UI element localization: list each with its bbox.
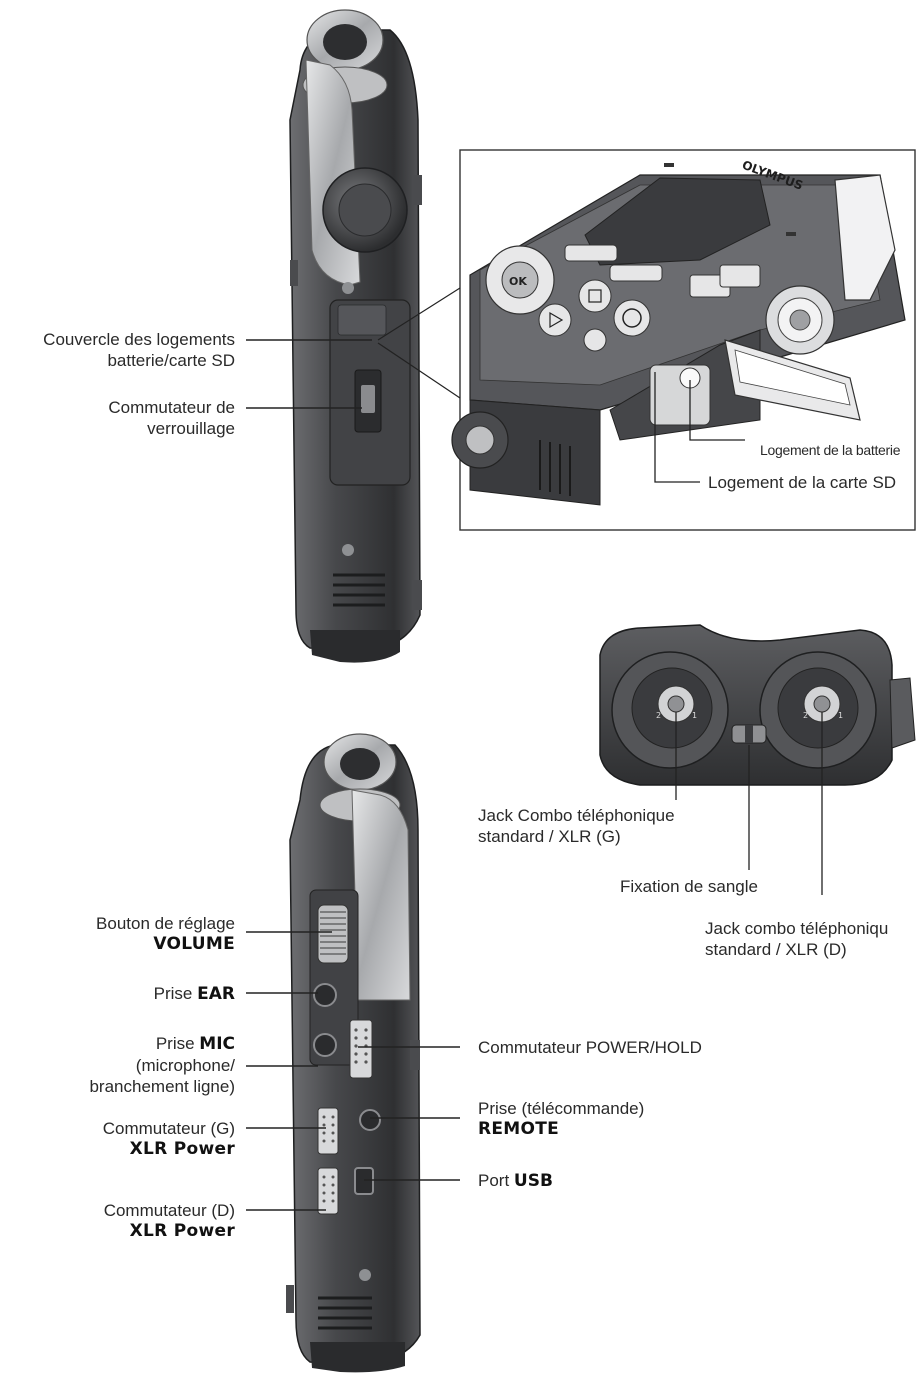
- label-power-hold-text: Commutateur POWER/HOLD: [478, 1038, 702, 1057]
- label-mic-prefix: Prise: [155, 1034, 200, 1053]
- label-jack-right: Jack combo téléphoniqu standard / XLR (D…: [705, 918, 920, 960]
- label-mic-bold: MIC: [199, 1034, 235, 1054]
- ok-button-text: OK: [509, 275, 527, 288]
- label-ear-bold: EAR: [197, 984, 235, 1004]
- svg-text:1: 1: [838, 711, 843, 720]
- label-xlr-right: Commutateur (D) XLR Power: [0, 1200, 235, 1242]
- label-xlr-right-line: Commutateur (D): [103, 1201, 235, 1220]
- label-jack-left: Jack Combo téléphonique standard / XLR (…: [478, 805, 748, 847]
- label-mic-line1: (microphone/: [135, 1056, 235, 1075]
- label-ear: Prise EAR: [0, 983, 235, 1005]
- label-xlr-left-line: Commutateur (G): [102, 1119, 235, 1138]
- label-usb-bold: USB: [513, 1171, 553, 1191]
- device-side-bottom: [286, 733, 421, 1373]
- label-xlr-right-bold: XLR Power: [129, 1221, 235, 1241]
- svg-text:2: 2: [656, 711, 661, 720]
- label-usb-prefix: Port: [478, 1171, 514, 1190]
- label-lock-switch: Commutateur de verrouillage: [0, 397, 235, 439]
- label-remote-bold: REMOTE: [478, 1119, 560, 1139]
- leader-lines: [246, 339, 460, 1211]
- device-top-view: 2 1 2 1: [599, 624, 916, 895]
- label-sd-slot-text: Logement de la carte SD: [708, 473, 897, 492]
- label-power-hold: Commutateur POWER/HOLD: [478, 1037, 778, 1058]
- label-strap-text: Fixation de sangle: [620, 877, 758, 896]
- label-battery-slot: Logement de la batterie: [760, 440, 915, 461]
- label-volume-bold: VOLUME: [153, 934, 235, 954]
- label-usb: Port USB: [478, 1170, 778, 1192]
- label-jack-left-line2: standard / XLR (G): [478, 827, 621, 846]
- label-battery-slot-text: Logement de la batterie: [760, 442, 901, 458]
- label-cover-slots-line2: batterie/carte SD: [107, 351, 235, 370]
- label-volume-line: Bouton de réglage: [96, 914, 235, 933]
- label-cover-slots: Couvercle des logements batterie/carte S…: [0, 329, 235, 371]
- label-xlr-left: Commutateur (G) XLR Power: [0, 1118, 235, 1160]
- label-cover-slots-line1: Couvercle des logements: [43, 330, 235, 349]
- label-lock-switch-line2: verrouillage: [147, 419, 235, 438]
- label-volume: Bouton de réglage VOLUME: [0, 913, 235, 955]
- label-ear-prefix: Prise: [153, 984, 198, 1003]
- label-xlr-left-bold: XLR Power: [129, 1139, 235, 1159]
- label-lock-switch-line1: Commutateur de: [108, 398, 235, 417]
- label-remote: Prise (télécommande) REMOTE: [478, 1098, 778, 1140]
- inset-closeup: OLYMPUS OK: [377, 149, 916, 531]
- label-strap: Fixation de sangle: [620, 876, 820, 897]
- svg-text:2: 2: [803, 711, 808, 720]
- label-jack-left-line1: Jack Combo téléphonique: [478, 806, 675, 825]
- label-mic-line2: branchement ligne): [89, 1077, 235, 1096]
- label-jack-right-line2: standard / XLR (D): [705, 940, 847, 959]
- label-remote-line: Prise (télécommande): [478, 1099, 645, 1118]
- svg-text:1: 1: [692, 711, 697, 720]
- label-sd-slot: Logement de la carte SD: [708, 472, 913, 493]
- device-side-top: [289, 9, 422, 663]
- label-jack-right-line1: Jack combo téléphoniqu: [705, 919, 889, 938]
- label-mic: Prise MIC (microphone/ branchement ligne…: [0, 1033, 235, 1097]
